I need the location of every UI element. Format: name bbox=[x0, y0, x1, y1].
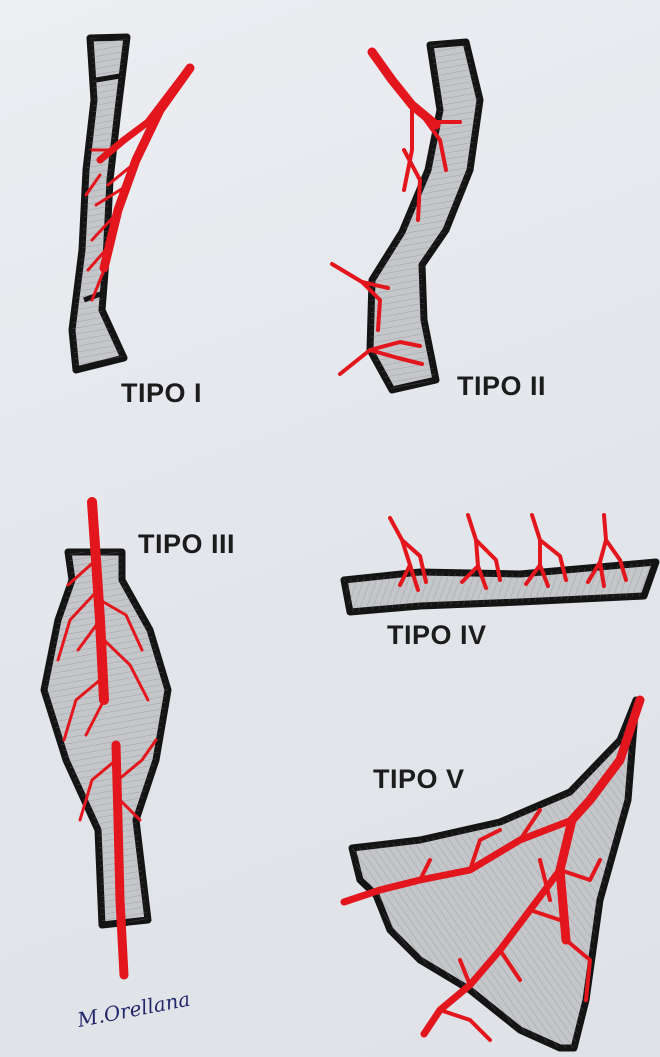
tipo-3-label: TIPO III bbox=[138, 529, 235, 560]
tipo-4-muscle bbox=[344, 562, 656, 612]
tipo-5-label: TIPO V bbox=[373, 764, 465, 795]
tipo-3-muscle bbox=[44, 552, 168, 925]
tipo-2-muscle bbox=[370, 42, 480, 390]
tipo-2-label: TIPO II bbox=[457, 371, 546, 402]
tipo-4-label: TIPO IV bbox=[387, 620, 487, 651]
tipo-1-label: TIPO I bbox=[121, 378, 202, 409]
